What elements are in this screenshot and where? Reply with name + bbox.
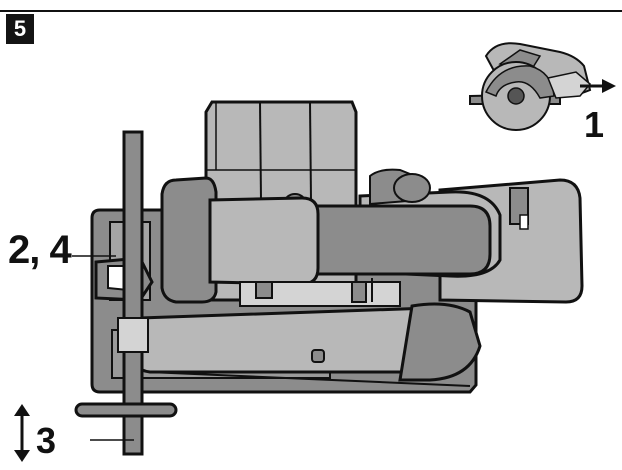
callout-2-4: 2, 4	[8, 228, 72, 272]
parallel-guide-bar	[74, 402, 178, 418]
callout-1: 1	[584, 104, 604, 145]
arrow-right-icon	[580, 79, 616, 93]
figure-number-badge: 5	[6, 14, 34, 44]
front-knob	[160, 176, 218, 304]
top-rule	[0, 10, 622, 12]
parallel-guide	[122, 130, 144, 456]
circular-saw-side-view-icon	[469, 42, 592, 131]
arrow-up-down-icon	[14, 404, 30, 462]
callout-3: 3	[36, 420, 56, 461]
